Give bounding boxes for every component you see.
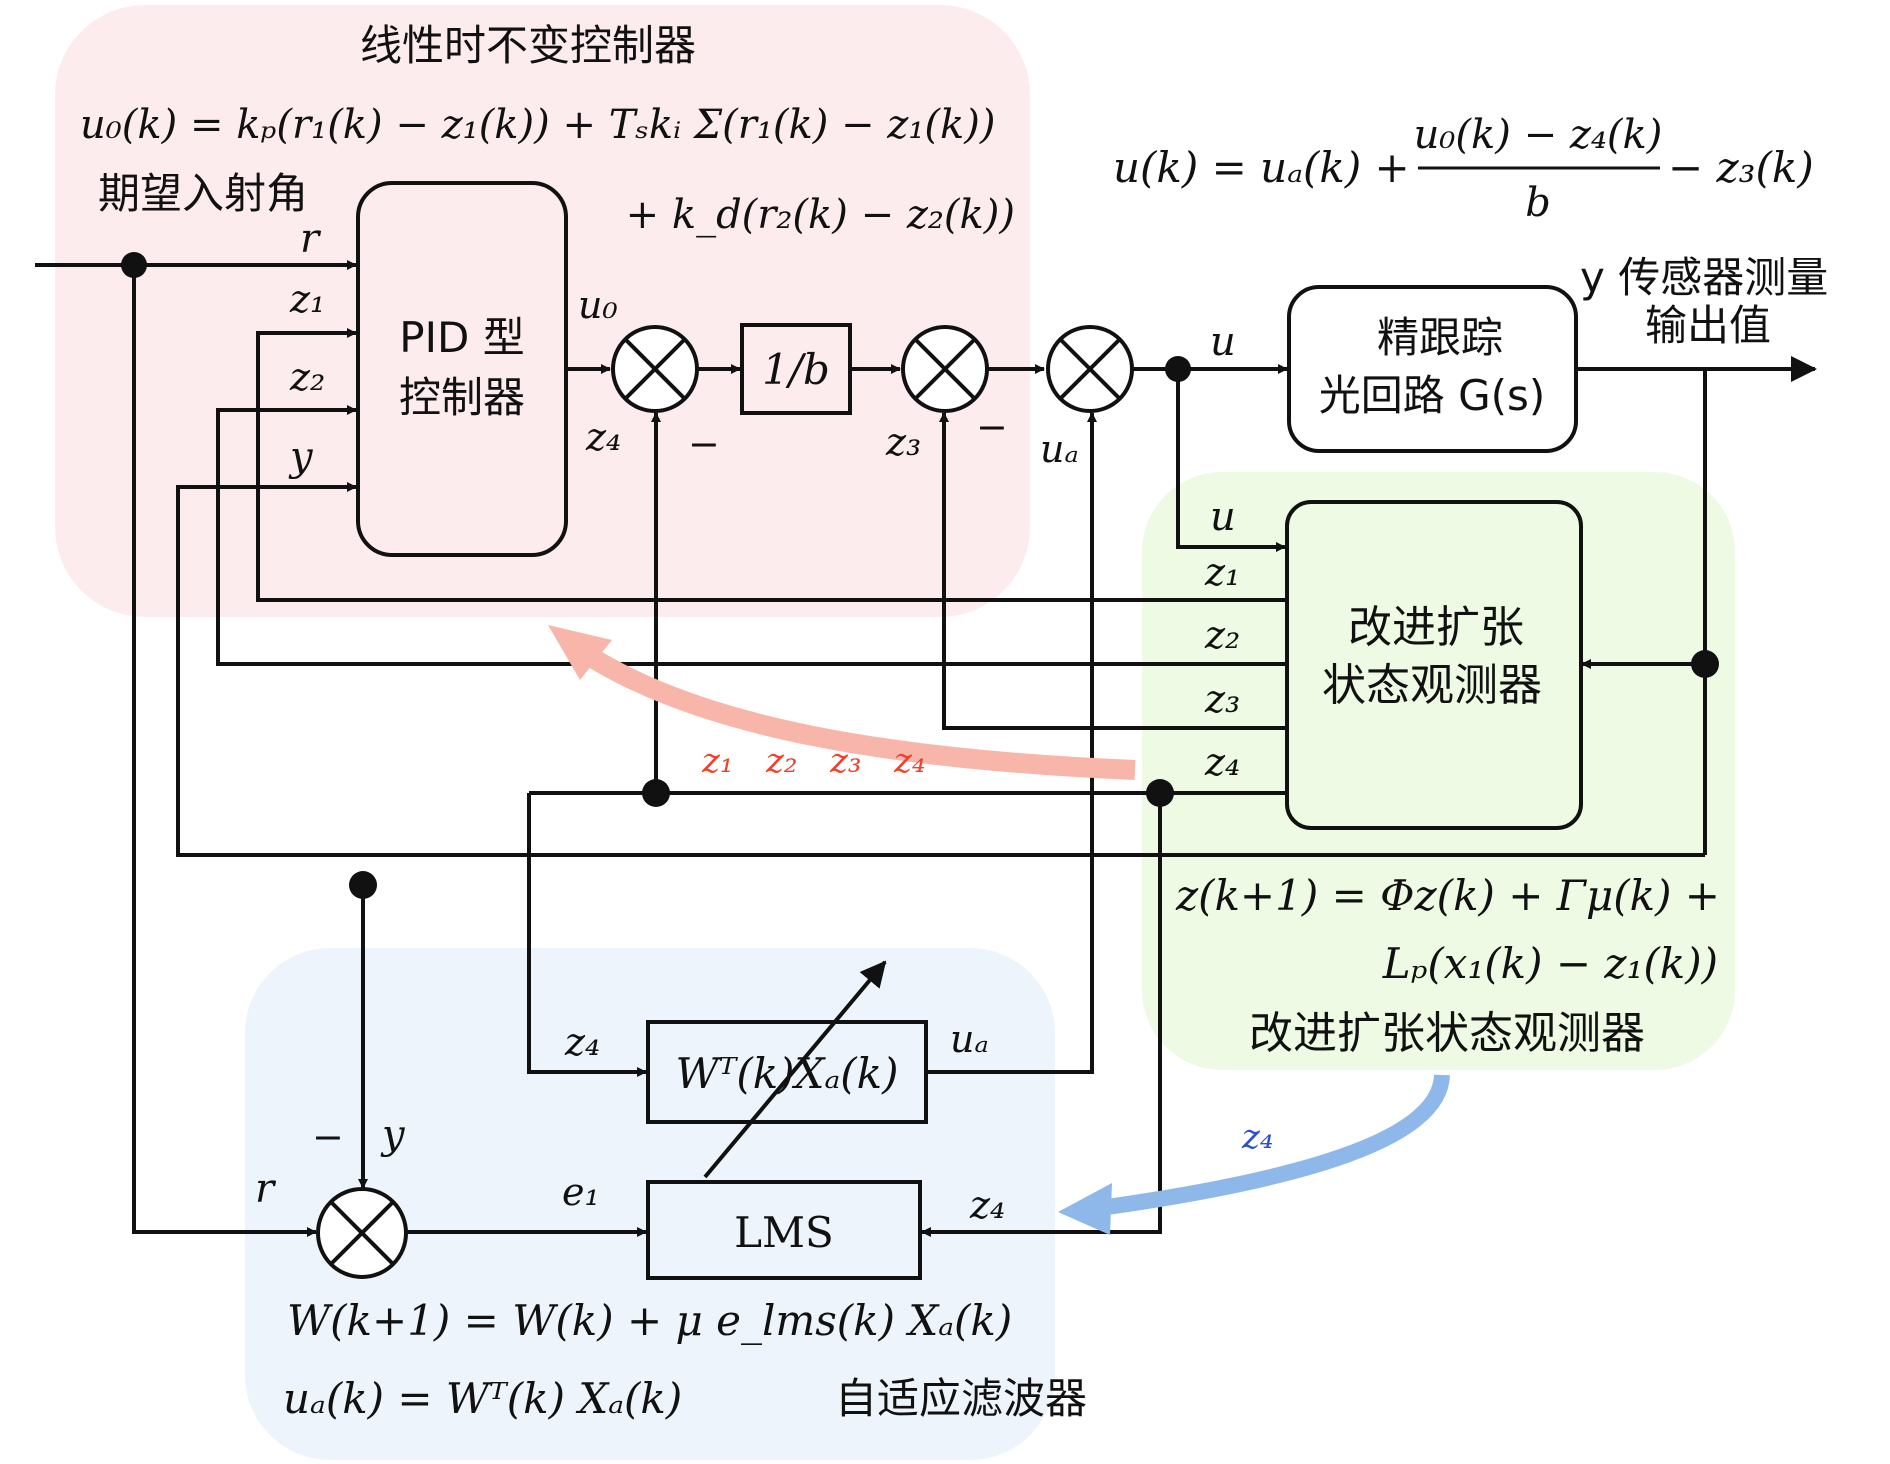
z4-junction-dot-mid: [642, 779, 670, 807]
minus-sign-sum1: −: [688, 422, 720, 466]
control-law-numerator: u₀(k) − z₄(k): [1414, 112, 1663, 158]
red-label-z3: z₃: [829, 741, 862, 781]
pid-equation-line1: u₀(k) = kₚ(r₁(k) − z₁(k)) + Tₛkᵢ Σ(r₁(k)…: [80, 102, 995, 148]
red-z-labels: z₁ z₂ z₃ z₄: [701, 741, 926, 781]
label-z1-eso: z₁: [1204, 550, 1240, 594]
eso-equation-line1: z(k+1) = Φz(k) + Γμ(k) +: [1175, 871, 1720, 920]
adaptive-output-equation: uₐ(k) = Wᵀ(k) Xₐ(k): [283, 1374, 682, 1423]
label-z2-eso: z₂: [1204, 613, 1240, 657]
z4-to-lms-wire: [921, 793, 1162, 1237]
red-label-z1: z₁: [701, 741, 734, 781]
inverse-b-label: 1/b: [762, 345, 830, 394]
label-y-sum4: y: [380, 1112, 406, 1158]
label-z4-eso: z₄: [1204, 740, 1240, 784]
pid-block-label-1: PID 型: [399, 313, 524, 362]
label-ua-filter: uₐ: [950, 1017, 989, 1061]
red-label-z2: z₂: [765, 741, 798, 781]
sensor-output-label-1: y 传感器测量: [1580, 253, 1828, 302]
z2-feedback-wire: [216, 405, 1287, 666]
label-e1: e₁: [562, 1170, 600, 1214]
minus-sign-sum4: −: [312, 1115, 344, 1159]
label-y-pid: y: [288, 434, 314, 480]
z4-highlight-arrowhead: [1058, 1183, 1112, 1235]
label-u-plant: u: [1210, 319, 1236, 365]
sensor-output-label-2: 输出值: [1645, 301, 1771, 350]
label-z4-filter: z₄: [564, 1020, 600, 1064]
adaptive-filter-title: 自适应滤波器: [835, 1374, 1087, 1423]
lms-block: [646, 1180, 922, 1280]
lms-label: LMS: [734, 1208, 834, 1257]
pid-block-label-2: 控制器: [399, 373, 525, 422]
label-r-sum4: r: [255, 1166, 277, 1212]
eso-region-title: 改进扩张状态观测器: [1249, 1008, 1645, 1059]
plant-label-1: 精跟踪: [1377, 313, 1503, 362]
adaptation-arrow: [703, 960, 887, 1179]
z1-feedback-wire: [256, 328, 1287, 602]
blue-label-z4: z₄: [1241, 1117, 1274, 1157]
label-z3-sum2: z₃: [885, 420, 921, 464]
label-z3-eso: z₃: [1204, 677, 1240, 721]
plant-block: [1287, 285, 1578, 453]
lms-update-equation: W(k+1) = W(k) + μ e_lms(k) Xₐ(k): [287, 1296, 1012, 1345]
r-to-sum4-wire: [132, 265, 317, 1237]
pid-equation-line2: + k_d(r₂(k) − z₂(k)): [626, 192, 1015, 238]
label-z1-pid: z₁: [289, 277, 325, 321]
summing-junction-1: [611, 325, 699, 413]
red-label-z4: z₄: [893, 741, 926, 781]
summing-junction-3: [1046, 325, 1134, 413]
label-z4-sum1: z₄: [585, 415, 621, 459]
adaptive-filter-label: Wᵀ(k)Xₐ(k): [676, 1049, 899, 1098]
z4-highlight-arrow: [1098, 1074, 1450, 1216]
minus-sign-sum2: −: [976, 405, 1008, 449]
lti-controller-title: 线性时不变控制器: [360, 21, 696, 70]
z-feedback-highlight-arrowhead: [548, 625, 612, 680]
z3-to-sum2-wire: [939, 412, 1287, 730]
summing-junction-4: [316, 1187, 408, 1279]
label-u-eso: u: [1210, 494, 1236, 540]
control-law-lhs: u(k) = uₐ(k) +: [1113, 143, 1410, 192]
label-z4-lms: z₄: [969, 1183, 1005, 1227]
label-ua-sum3: uₐ: [1040, 427, 1079, 471]
label-u0: u₀: [578, 283, 618, 327]
label-z2-pid: z₂: [289, 355, 325, 399]
control-law-denominator: b: [1525, 180, 1551, 226]
summing-junction-2: [901, 325, 989, 413]
u-to-eso-wire: [1176, 369, 1286, 552]
desired-angle-label: 期望入射角: [98, 169, 308, 218]
z4-to-filter-wire: [527, 793, 647, 1077]
lti-controller-region: [55, 5, 1030, 617]
label-r-pid: r: [300, 216, 322, 262]
eso-equation-line2: Lₚ(x₁(k) − z₁(k)): [1382, 939, 1718, 988]
eso-region: [1142, 472, 1735, 1070]
eso-block: [1285, 500, 1583, 830]
y-feedback-wire: [176, 482, 1705, 857]
eso-label-2: 状态观测器: [1322, 660, 1542, 711]
z-feedback-highlight-arrow: [574, 641, 1136, 780]
eso-label-1: 改进扩张: [1348, 602, 1524, 653]
plant-label-2: 光回路 G(s): [1319, 371, 1546, 420]
control-law-tail: − z₃(k): [1668, 143, 1814, 192]
